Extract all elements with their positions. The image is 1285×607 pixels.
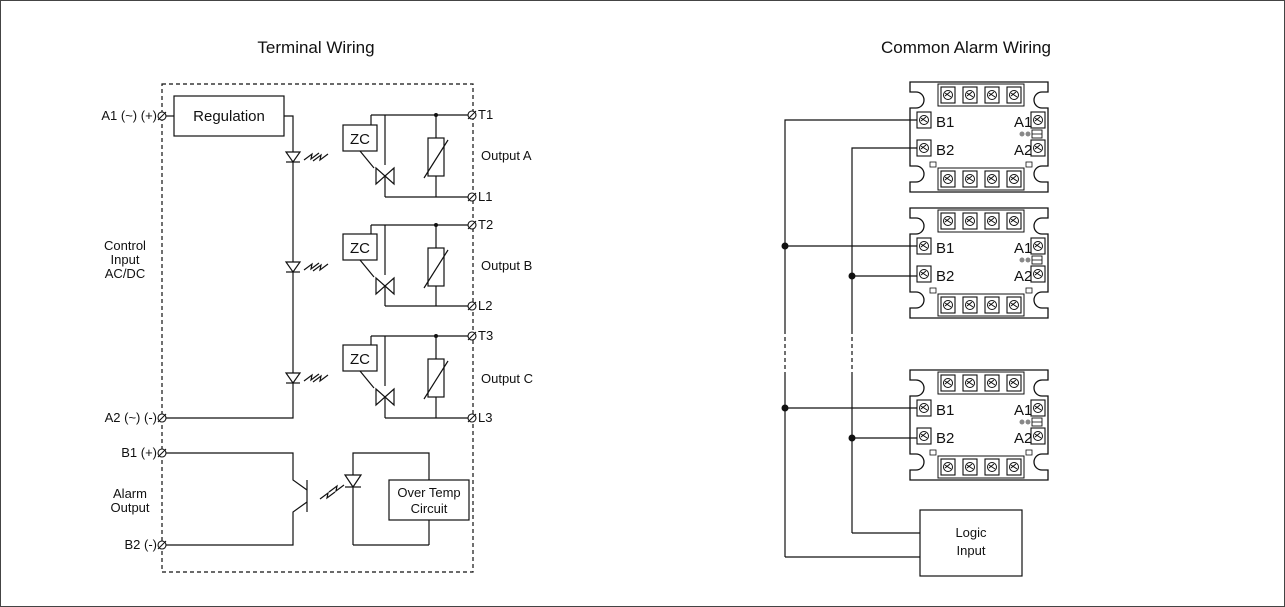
terminal-label-a1: A1 (~) (+): [101, 108, 157, 123]
terminal-wiring-title: Terminal Wiring: [257, 38, 374, 57]
relay3-a1: A1: [1014, 402, 1032, 419]
terminal-label-a2: A2 (~) (-): [105, 410, 157, 425]
over-temp-label-1: Over Temp: [397, 485, 460, 500]
control-input-label-3: AC/DC: [105, 266, 145, 281]
terminal-b1-icon: [157, 448, 167, 458]
alarm-output-label-1: Alarm: [113, 486, 147, 501]
led-b-icon: [284, 261, 329, 274]
terminal-t2: T2: [478, 217, 493, 232]
terminal-t1: T1: [478, 107, 493, 122]
alarm-transistor: [166, 452, 345, 546]
regulation-label: Regulation: [193, 108, 265, 125]
output-channel-a: ZC: [342, 110, 477, 202]
device-enclosure: [161, 83, 474, 573]
terminal-a1-icon: [157, 111, 167, 121]
output-b-label: Output B: [481, 258, 532, 273]
svg-text:ZC: ZC: [350, 131, 370, 148]
output-channel-c: ZC: [342, 331, 477, 423]
common-alarm-wiring-title: Common Alarm Wiring: [881, 38, 1051, 57]
alarm-output-label-2: Output: [110, 500, 149, 515]
terminal-label-b1: B1 (+): [121, 445, 157, 460]
logic-input-block: [919, 509, 1023, 577]
terminal-label-b2: B2 (-): [125, 537, 158, 552]
terminal-l3: L3: [478, 410, 492, 425]
relay3-b2: B2: [936, 430, 954, 447]
alarm-bus-wiring: [781, 119, 920, 558]
output-c-label: Output C: [481, 371, 533, 386]
relay-1: [910, 82, 1048, 192]
relay1-b1: B1: [936, 114, 954, 131]
over-temp-label-2: Circuit: [411, 501, 448, 516]
relay2-a1: A1: [1014, 240, 1032, 257]
logic-input-label-1: Logic: [955, 525, 987, 540]
relay1-a1: A1: [1014, 114, 1032, 131]
svg-text:ZC: ZC: [350, 240, 370, 257]
relay-2: [910, 208, 1048, 318]
relay2-b1: B1: [936, 240, 954, 257]
svg-text:ZC: ZC: [350, 351, 370, 368]
relay1-a2: A2: [1014, 142, 1032, 159]
relay1-b2: B2: [936, 142, 954, 159]
relay2-a2: A2: [1014, 268, 1032, 285]
output-channel-b: ZC: [342, 220, 477, 311]
relay2-b2: B2: [936, 268, 954, 285]
terminal-t3: T3: [478, 328, 493, 343]
terminal-l2: L2: [478, 298, 492, 313]
logic-input-label-2: Input: [957, 543, 986, 558]
led-a-icon: [284, 151, 329, 164]
control-input-label-1: Control: [104, 238, 146, 253]
relay-3: [910, 370, 1048, 480]
control-input-label-2: Input: [111, 252, 140, 267]
terminal-a2-icon: [157, 413, 167, 423]
led-c-icon: [284, 372, 329, 385]
relay3-a2: A2: [1014, 430, 1032, 447]
terminal-b2-icon: [157, 540, 167, 550]
relay3-b1: B1: [936, 402, 954, 419]
output-a-label: Output A: [481, 148, 532, 163]
over-temp-block: [388, 479, 470, 521]
over-temp-section: [343, 452, 470, 546]
zc-a-block: [342, 124, 378, 152]
terminal-l1: L1: [478, 189, 492, 204]
